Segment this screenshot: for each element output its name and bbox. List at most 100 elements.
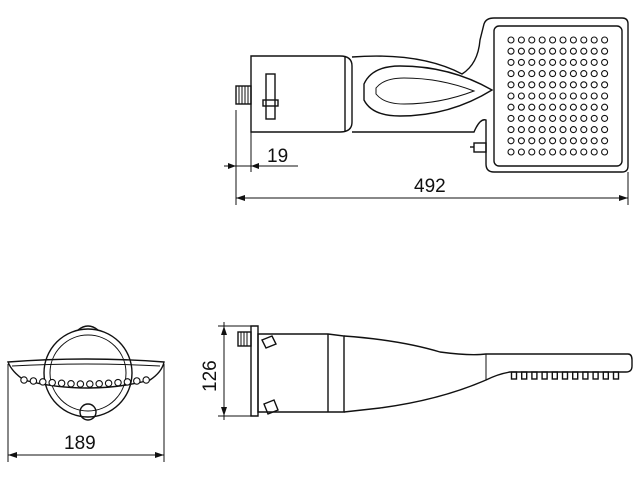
nozzle-dot: [528, 58, 536, 66]
nozzle-dot: [601, 81, 609, 89]
dim-492-label: 492: [414, 176, 446, 197]
nozzle-dot: [580, 58, 588, 66]
front-rear-disk: [43, 328, 133, 418]
nozzle-dot: [569, 81, 577, 89]
nozzle-dot: [507, 70, 515, 78]
top-view: 19 492: [224, 17, 629, 205]
dim-189: 189: [7, 364, 165, 462]
nozzle-dot: [569, 126, 577, 134]
nozzle-dot: [549, 81, 557, 89]
nozzle-dot: [559, 92, 567, 100]
nozzle-dot: [538, 92, 546, 100]
top-handle-grip: [363, 65, 494, 117]
side-nozzle-tooth: [510, 371, 518, 380]
top-handle: [351, 17, 629, 173]
nozzle-dot: [507, 103, 515, 111]
nozzle-dot: [528, 114, 536, 122]
nozzle-dot: [507, 36, 515, 44]
nozzle-dot: [601, 70, 609, 78]
nozzle-dot: [507, 81, 515, 89]
front-nozzle-bump: [67, 379, 75, 388]
front-view: 189: [6, 325, 165, 462]
nozzle-dot: [559, 47, 567, 55]
dim-126: 126: [200, 322, 251, 420]
top-hook: [470, 142, 487, 153]
nozzle-dot: [538, 36, 546, 44]
nozzle-dot: [507, 148, 515, 156]
nozzle-dot: [601, 114, 609, 122]
dim-126-label: 126: [200, 360, 221, 392]
nozzle-dot: [528, 70, 536, 78]
nozzle-dot: [507, 92, 515, 100]
nozzle-dot: [538, 148, 546, 156]
nozzle-dot: [590, 103, 598, 111]
front-nozzle-bump: [29, 377, 38, 385]
nozzle-dot: [517, 137, 525, 145]
nozzle-dot: [528, 47, 536, 55]
nozzle-dot: [569, 137, 577, 145]
nozzle-dot: [569, 92, 577, 100]
side-nozzle-row: [510, 371, 620, 380]
nozzle-dot: [590, 92, 598, 100]
nozzle-dot: [559, 70, 567, 78]
side-body-housing: [257, 333, 345, 413]
dim-19-label: 19: [267, 146, 288, 167]
nozzle-dot: [538, 70, 546, 78]
nozzle-dot: [559, 36, 567, 44]
front-nozzle-row: [20, 376, 150, 388]
nozzle-dot: [528, 103, 536, 111]
nozzle-dot: [538, 47, 546, 55]
dim-492: 492: [236, 172, 629, 205]
nozzle-dot: [528, 137, 536, 145]
nozzle-dot: [517, 126, 525, 134]
nozzle-dot: [549, 92, 557, 100]
top-threaded-inlet: [235, 85, 252, 105]
side-nozzle-tooth: [551, 371, 558, 380]
nozzle-dot: [580, 36, 588, 44]
nozzle-dot: [507, 137, 515, 145]
nozzle-dot: [601, 58, 609, 66]
nozzle-dot: [569, 36, 577, 44]
front-nozzle-bump: [20, 376, 28, 384]
top-spray-face: [493, 25, 623, 167]
nozzle-dot: [601, 148, 609, 156]
nozzle-dot: [590, 81, 598, 89]
front-nozzle-bump: [39, 378, 47, 386]
nozzle-dot: [580, 70, 588, 78]
side-nozzle-tooth: [541, 371, 548, 380]
nozzle-dot: [507, 126, 515, 134]
top-nozzle-grid: [507, 36, 609, 156]
nozzle-dot: [538, 103, 546, 111]
nozzle-dot: [517, 92, 525, 100]
side-threaded-inlet: [237, 331, 252, 347]
nozzle-dot: [590, 148, 598, 156]
nozzle-dot: [601, 47, 609, 55]
nozzle-dot: [549, 114, 557, 122]
nozzle-dot: [580, 137, 588, 145]
front-nozzle-bump: [95, 379, 103, 388]
nozzle-dot: [528, 92, 536, 100]
nozzle-dot: [559, 126, 567, 134]
nozzle-dot: [559, 81, 567, 89]
nozzle-dot: [601, 92, 609, 100]
nozzle-dot: [590, 126, 598, 134]
side-handle: [343, 335, 633, 413]
nozzle-dot: [549, 70, 557, 78]
nozzle-dot: [559, 137, 567, 145]
nozzle-dot: [601, 126, 609, 134]
nozzle-dot: [517, 36, 525, 44]
nozzle-dot: [590, 58, 598, 66]
nozzle-dot: [559, 114, 567, 122]
nozzle-dot: [590, 36, 598, 44]
nozzle-dot: [590, 114, 598, 122]
nozzle-dot: [569, 47, 577, 55]
nozzle-dot: [517, 148, 525, 156]
front-nozzle-bump: [133, 377, 141, 385]
nozzle-dot: [528, 81, 536, 89]
nozzle-dot: [549, 103, 557, 111]
front-nozzle-bump: [57, 379, 66, 388]
nozzle-dot: [549, 47, 557, 55]
nozzle-dot: [569, 58, 577, 66]
side-nozzle-tooth: [531, 371, 538, 380]
nozzle-dot: [580, 148, 588, 156]
